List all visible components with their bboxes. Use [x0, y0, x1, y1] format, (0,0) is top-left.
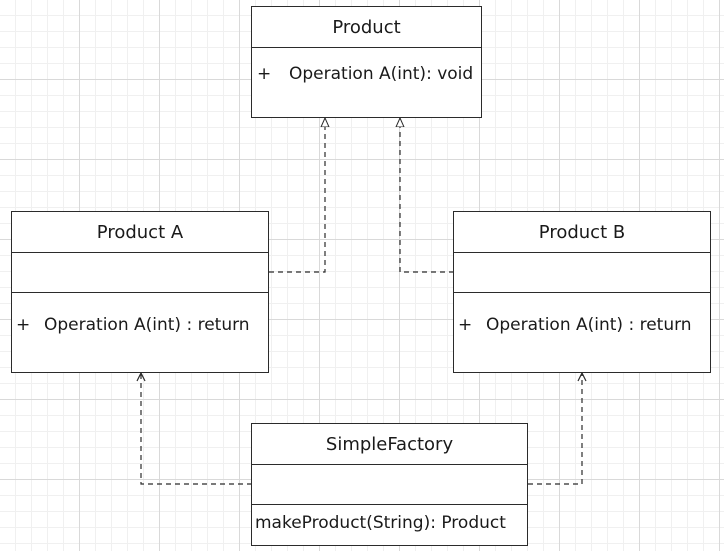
- class-box-product-b[interactable]: Product B + Operation A(int) : return: [453, 211, 711, 373]
- class-name-product-a: Product A: [12, 212, 268, 253]
- class-box-product[interactable]: Product + Operation A(int): void: [251, 6, 482, 118]
- class-name-simple-factory: SimpleFactory: [252, 424, 527, 465]
- operation-signature: Operation A(int) : return: [44, 315, 250, 335]
- operations-compartment-simple-factory: makeProduct(String): Product: [252, 505, 527, 545]
- class-name-product: Product: [252, 7, 481, 48]
- visibility-public: +: [257, 64, 272, 84]
- operations-compartment-product-a: + Operation A(int) : return: [12, 293, 268, 372]
- attributes-compartment-product-b: [454, 253, 710, 293]
- dependency-connector-factory-to-product-a[interactable]: [141, 373, 252, 485]
- class-box-simple-factory[interactable]: SimpleFactory makeProduct(String): Produ…: [251, 423, 528, 546]
- operation-signature: Operation A(int): void: [289, 64, 474, 84]
- visibility-public: +: [16, 315, 31, 335]
- attributes-compartment-simple-factory: [252, 465, 527, 505]
- operation-signature: Operation A(int) : return: [486, 315, 692, 335]
- realization-connector-product-a[interactable]: [269, 118, 325, 273]
- class-box-product-a[interactable]: Product A + Operation A(int) : return: [11, 211, 269, 373]
- realization-connector-product-b[interactable]: [400, 118, 454, 273]
- operation-signature: makeProduct(String): Product: [255, 513, 506, 533]
- attributes-compartment-product-a: [12, 253, 268, 293]
- visibility-public: +: [458, 315, 473, 335]
- class-name-product-b: Product B: [454, 212, 710, 253]
- operations-compartment-product: + Operation A(int): void: [252, 48, 481, 117]
- operations-compartment-product-b: + Operation A(int) : return: [454, 293, 710, 372]
- dependency-connector-factory-to-product-b[interactable]: [528, 373, 582, 485]
